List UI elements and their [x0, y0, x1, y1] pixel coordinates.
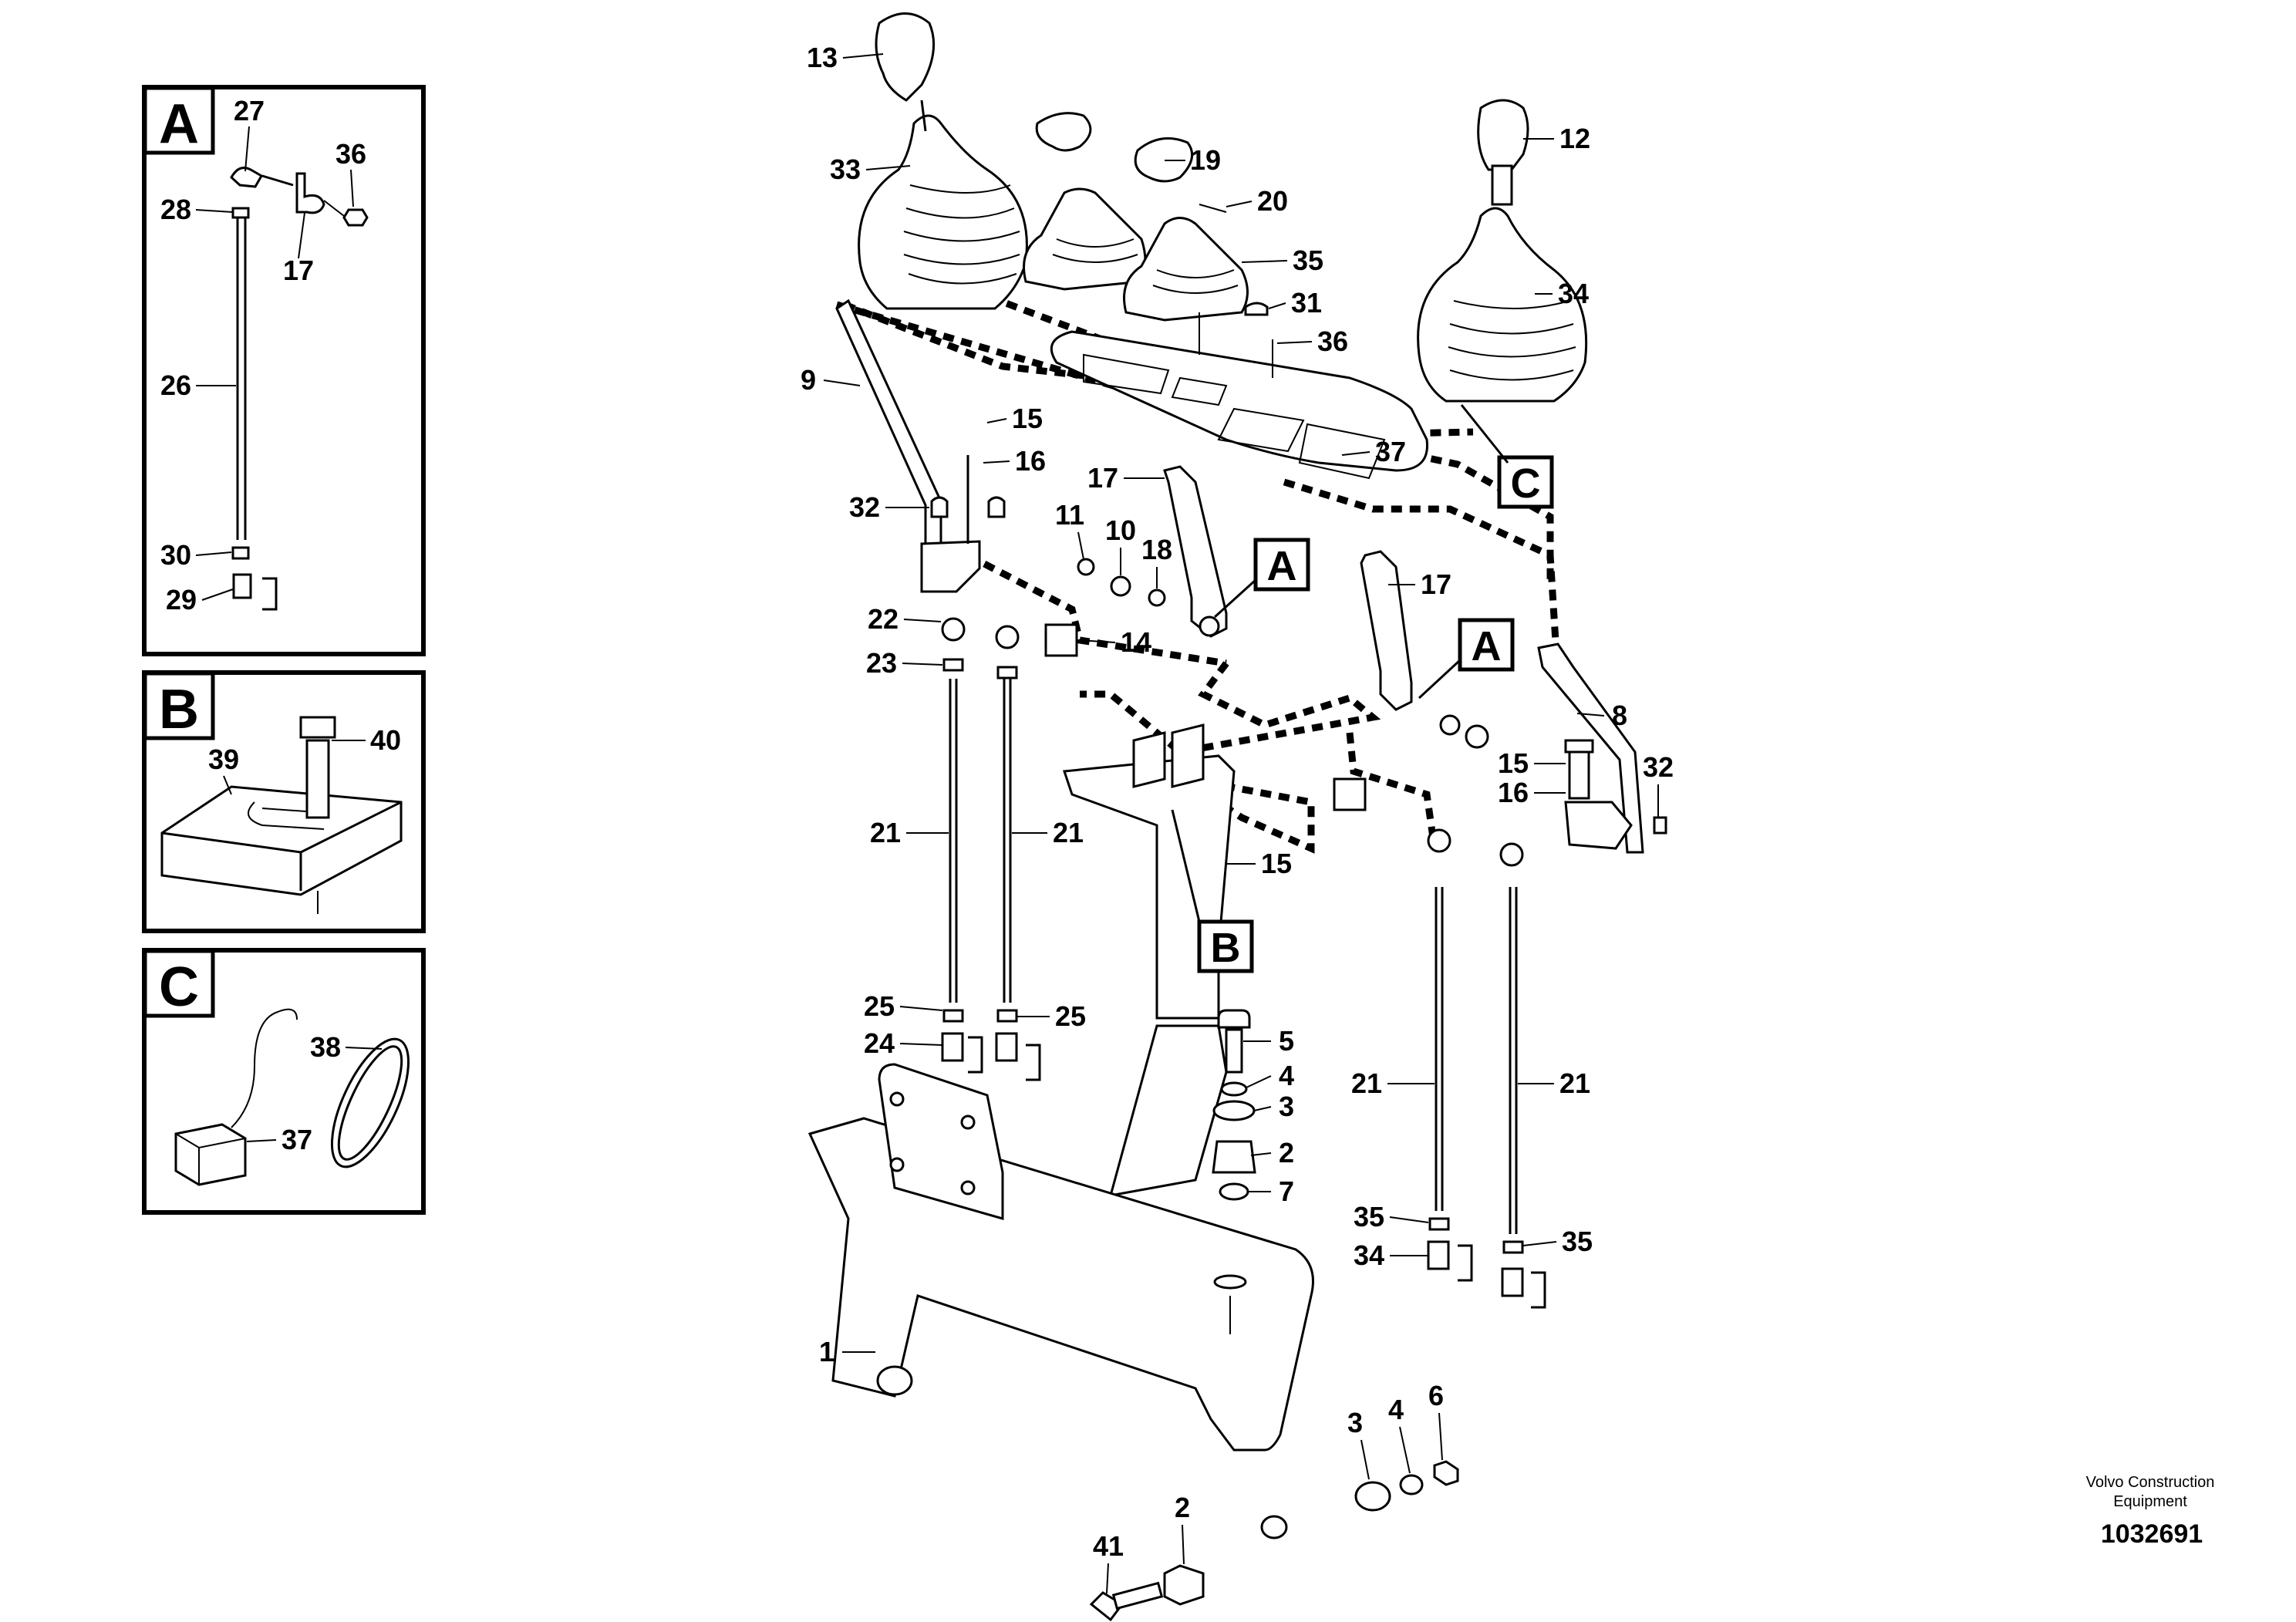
- detail-a-label-17: 17: [283, 255, 314, 286]
- brand-line-2: Equipment: [2113, 1493, 2187, 1510]
- detail-a-drawing: [230, 167, 369, 611]
- label-2-bottom: 2: [1175, 1492, 1190, 1523]
- detail-b-label-40: 40: [370, 724, 401, 756]
- label-4-bottom: 4: [1388, 1394, 1404, 1425]
- label-32-right: 32: [1643, 751, 1674, 783]
- label-21-c: 21: [1351, 1067, 1382, 1099]
- label-21-b: 21: [1053, 817, 1084, 848]
- detail-c-label-38: 38: [310, 1031, 341, 1063]
- label-33: 33: [830, 153, 861, 185]
- detail-b-drawing: [160, 716, 403, 914]
- label-3-bottom: 3: [1347, 1407, 1363, 1438]
- lever-17a: [1163, 465, 1228, 638]
- svg-text:A: A: [1267, 543, 1297, 589]
- label-34: 34: [1354, 1239, 1384, 1271]
- label-35-boot: 35: [1293, 244, 1323, 276]
- label-17-right: 17: [1421, 568, 1451, 600]
- svg-text:B: B: [1211, 925, 1241, 971]
- label-4-mid: 4: [1279, 1060, 1294, 1091]
- label-15-right: 15: [1498, 747, 1529, 779]
- main-labels: 13 33 19 20 12 35 34 31 36 9 15 16 37 17…: [801, 42, 1674, 1594]
- brand-line-1: Volvo Construction: [2086, 1474, 2215, 1491]
- detail-a-letter: A: [159, 93, 199, 155]
- bracket: [1062, 754, 1236, 1020]
- lever-9: [835, 298, 942, 572]
- label-25-b: 25: [1055, 1000, 1086, 1032]
- boot-34: [1417, 207, 1588, 403]
- base-plate-1: [807, 1117, 1314, 1452]
- label-34-boot: 34: [1558, 278, 1589, 309]
- detail-a-label-28: 28: [160, 194, 191, 225]
- detail-c-panel: C 38 37: [142, 948, 426, 1215]
- detail-c-drawing: [174, 1008, 410, 1186]
- label-31: 31: [1291, 287, 1322, 319]
- label-24: 24: [864, 1027, 895, 1059]
- svg-text:A: A: [1472, 623, 1502, 669]
- lever-8: [1537, 642, 1644, 854]
- detail-a-label-27: 27: [234, 95, 265, 126]
- label-6: 6: [1428, 1380, 1444, 1411]
- detail-a-label-30: 30: [160, 539, 191, 571]
- label-10: 10: [1105, 514, 1136, 546]
- label-16-right: 16: [1498, 777, 1529, 808]
- label-20: 20: [1257, 185, 1288, 217]
- drawing-number: 1032691: [2101, 1519, 2203, 1549]
- detail-a-label-36: 36: [335, 138, 366, 170]
- label-2-mid: 2: [1279, 1137, 1294, 1168]
- detail-a-panel: A 27 36 28 17 26 30 29: [142, 85, 426, 656]
- detail-b-label-39: 39: [208, 744, 239, 775]
- label-37: 37: [1375, 436, 1406, 467]
- label-5: 5: [1279, 1025, 1294, 1057]
- label-32-left: 32: [849, 491, 880, 523]
- label-21-a: 21: [870, 817, 901, 848]
- detail-b-letter: B: [159, 679, 199, 740]
- bracket-lower: [1108, 1024, 1228, 1197]
- footer-brand: Volvo Construction Equipment 1032691: [2086, 1474, 2215, 1549]
- label-12: 12: [1559, 123, 1590, 154]
- label-7: 7: [1279, 1175, 1294, 1207]
- label-16-top: 16: [1015, 445, 1046, 477]
- callout-c: C: [1460, 404, 1554, 509]
- label-15-mid: 15: [1261, 848, 1292, 879]
- label-35-b: 35: [1562, 1226, 1593, 1257]
- label-1: 1: [819, 1336, 834, 1367]
- label-36: 36: [1317, 325, 1348, 357]
- label-8: 8: [1612, 700, 1627, 731]
- label-41: 41: [1093, 1530, 1124, 1562]
- label-21-d: 21: [1559, 1067, 1590, 1099]
- label-13: 13: [807, 42, 838, 73]
- callout-a-2: A: [1418, 618, 1515, 700]
- label-11: 11: [1055, 499, 1084, 531]
- label-17-left: 17: [1087, 462, 1118, 494]
- detail-c-letter: C: [159, 956, 199, 1018]
- callout-b: B: [1171, 809, 1254, 973]
- callout-a-1: A: [1213, 538, 1310, 619]
- cover-plate-37: [1050, 330, 1428, 472]
- label-3-mid: 3: [1279, 1091, 1294, 1122]
- detail-a-label-29: 29: [166, 584, 197, 615]
- boot-33: [858, 114, 1028, 310]
- label-9: 9: [801, 364, 816, 396]
- label-15-top: 15: [1012, 403, 1043, 434]
- detail-c-label-37: 37: [282, 1124, 312, 1155]
- detail-b-panel: B 40 39: [142, 670, 426, 933]
- label-22: 22: [868, 603, 899, 635]
- main-assembly: [807, 12, 1667, 1622]
- label-23: 23: [866, 647, 897, 679]
- label-18: 18: [1141, 534, 1172, 565]
- joystick-knob-13: [875, 12, 936, 102]
- label-14: 14: [1121, 626, 1151, 658]
- detail-a-label-26: 26: [160, 369, 191, 401]
- label-35-a: 35: [1354, 1201, 1384, 1233]
- svg-text:C: C: [1511, 460, 1541, 507]
- label-19: 19: [1190, 144, 1221, 176]
- label-25-a: 25: [864, 990, 895, 1022]
- lever-17b: [1360, 550, 1413, 711]
